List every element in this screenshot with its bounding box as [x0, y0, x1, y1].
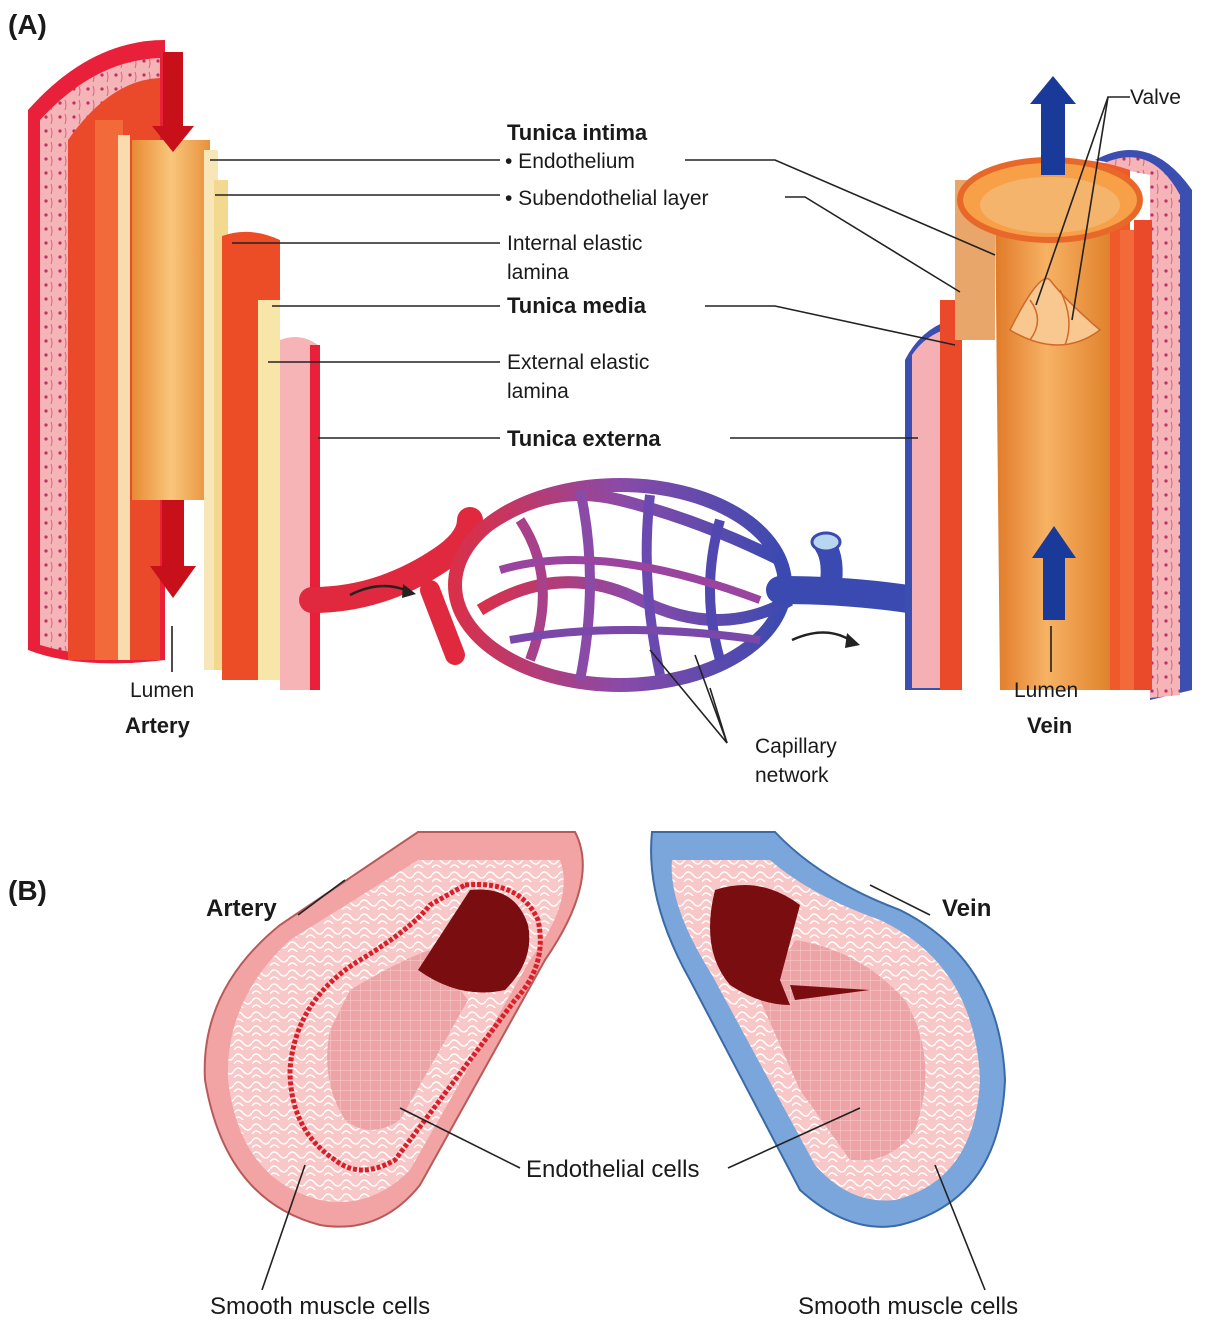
label-artery-b: Artery [206, 895, 277, 922]
label-tunica-externa: Tunica externa [507, 426, 661, 451]
label-capillary-1: Capillary [755, 735, 837, 758]
label-vein-b: Vein [942, 895, 991, 922]
label-capillary-2: network [755, 764, 829, 787]
label-endothelium: • Endothelium [505, 150, 635, 173]
label-external-elastic-2: lamina [507, 380, 569, 403]
label-smooth-muscle-vein: Smooth muscle cells [798, 1293, 1018, 1320]
label-internal-elastic-2: lamina [507, 261, 569, 284]
label-valve: Valve [1130, 86, 1181, 109]
flow-arrow-right [792, 633, 850, 641]
label-lumen-vein: Lumen [1014, 679, 1078, 702]
panel-a-tag: (A) [8, 9, 47, 40]
vein-cutaway [651, 832, 1005, 1227]
label-endothelial-cells: Endothelial cells [526, 1156, 699, 1183]
label-artery-a: Artery [125, 713, 191, 738]
label-vein-a: Vein [1027, 713, 1072, 738]
label-internal-elastic-1: Internal elastic [507, 232, 642, 255]
label-lumen-artery: Lumen [130, 679, 194, 702]
label-external-elastic-1: External elastic [507, 351, 649, 374]
label-tunica-media: Tunica media [507, 293, 647, 318]
label-smooth-muscle-artery: Smooth muscle cells [210, 1293, 430, 1320]
label-subendothelial-layer: • Subendothelial layer [505, 187, 709, 210]
capillary-network [312, 485, 915, 685]
panel-b-tag: (B) [8, 875, 47, 906]
label-tunica-intima: Tunica intima [507, 120, 648, 145]
